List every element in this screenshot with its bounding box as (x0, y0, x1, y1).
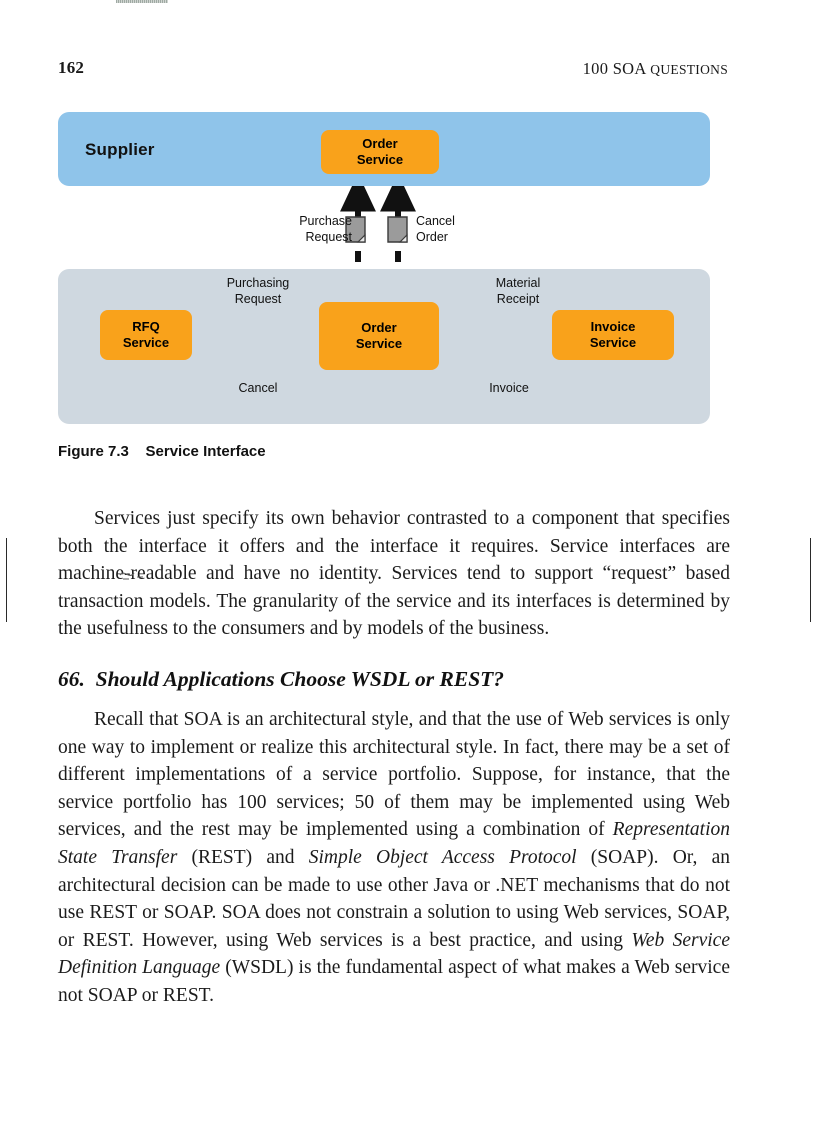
service-box-rfq-line2: Service (122, 335, 170, 350)
label-cancel-order-line1: Cancel (416, 214, 455, 228)
paragraph-2-container: Recall that SOA is an architectural styl… (58, 706, 730, 1010)
paragraph-2-part-2: (REST) and (177, 846, 309, 868)
service-box-invoice-line1: Invoice (590, 319, 636, 334)
service-box-order-consumer-line2: Service (355, 336, 403, 351)
paragraph-1-container: Services just specify its own behavior c… (58, 505, 730, 643)
service-box-invoice-line2: Service (589, 335, 637, 350)
service-box-order-supplier: Order Service (321, 130, 439, 174)
service-box-rfq: RFQ Service (100, 310, 192, 360)
document-icon-cancel-order (387, 216, 408, 243)
label-purchasing-request-line1: Purchasing (226, 276, 290, 290)
label-purchasing-request-line2: Request (234, 292, 282, 306)
service-box-order-consumer-line1: Order (361, 320, 397, 335)
service-box-order-supplier-line2: Service (356, 152, 404, 167)
label-purchasing-request: Purchasing Request (190, 275, 326, 307)
document-icon-purchase-request (345, 216, 366, 243)
paragraph-2-italic-3: Web Service Definition Language (58, 929, 730, 979)
service-box-order-supplier-line1: Order (362, 136, 398, 151)
label-cancel-order-line2: Order (416, 230, 448, 244)
label-purchase-request-line2: Request (305, 230, 352, 244)
paragraph-2-part-3: (SOAP). Or, an architectural decision ca… (58, 846, 730, 951)
scan-artifact-top (116, 0, 168, 3)
label-material-receipt-line1: Material (495, 276, 541, 290)
label-invoice-line1: Invoice (489, 381, 529, 395)
paragraph-1: Services just specify its own behavior c… (58, 508, 730, 640)
paragraph-2-part-1: Recall that SOA is an architectural styl… (58, 709, 730, 841)
scan-artifact-left-edge (6, 538, 7, 622)
scan-artifact-right-edge (810, 538, 811, 622)
figure-service-interface: Supplier Order Service RFQ Service Order… (58, 112, 713, 424)
question-heading-container: 66. Should Applications Choose WSDL or R… (58, 666, 730, 692)
page-number: 162 (58, 58, 85, 77)
question-heading: 66. Should Applications Choose WSDL or R… (58, 667, 505, 691)
label-purchase-request: Purchase Request (268, 213, 352, 245)
label-cancel-line1: Cancel (238, 381, 278, 395)
supplier-panel-label: Supplier (85, 140, 155, 159)
figure-caption: Figure 7.3 Service Interface (58, 443, 266, 460)
paragraph-2-part-4: (WSDL) is the fundamental aspect of what… (58, 957, 730, 1006)
service-box-order-consumer: Order Service (319, 302, 439, 370)
label-invoice: Invoice (462, 380, 556, 396)
service-box-rfq-line1: RFQ (132, 319, 160, 334)
running-head-title: 100 SOA QUESTIONS (583, 59, 728, 79)
label-material-receipt: Material Receipt (458, 275, 578, 307)
label-cancel: Cancel (216, 380, 300, 396)
service-box-invoice: Invoice Service (552, 310, 674, 360)
running-head-title-main: 100 SOA (582, 59, 647, 78)
label-cancel-order: Cancel Order (416, 213, 500, 245)
running-head-title-questions: QUESTIONS (650, 62, 728, 77)
label-material-receipt-line2: Receipt (496, 292, 540, 306)
running-head: 162 100 SOA QUESTIONS (58, 58, 728, 82)
paragraph-2-italic-1: Representation State Transfer (58, 819, 730, 868)
paragraph-2-italic-2: Simple Object Access Protocol (308, 846, 577, 868)
label-purchase-request-line1: Purchase (299, 214, 352, 228)
paragraph-2: Recall that SOA is an architectural styl… (58, 706, 730, 1010)
